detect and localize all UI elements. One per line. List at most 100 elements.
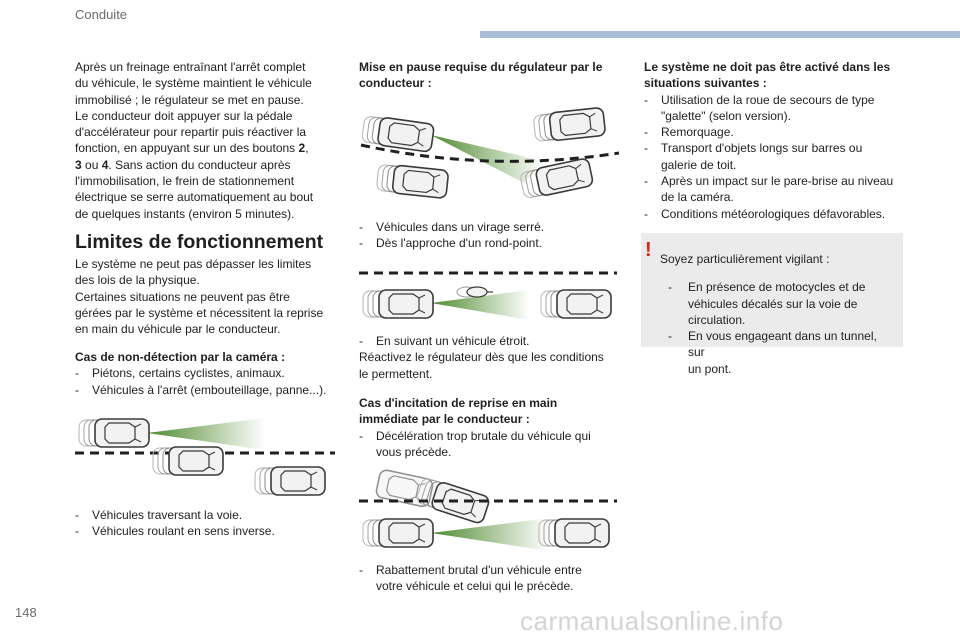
vehicle-ahead bbox=[538, 518, 610, 548]
takeover-section: Cas d'incitation de reprise en main immé… bbox=[359, 395, 621, 460]
vehicle-ahead bbox=[540, 289, 612, 319]
text-line: 3 ou 4. Sans action du conducteur après bbox=[75, 157, 345, 173]
text-line: immobilisé ; le régulateur se met en pau… bbox=[75, 92, 304, 107]
crossing-list: -Véhicules traversant la voie. -Véhicule… bbox=[75, 507, 345, 540]
list-item: -Conditions météorologiques défavorables… bbox=[644, 206, 906, 222]
section-header: Conduite bbox=[75, 7, 128, 22]
dash: - bbox=[644, 141, 648, 156]
list-item: -En suivant un véhicule étroit. bbox=[359, 333, 621, 349]
intro-paragraph: Après un freinage entraînant l'arrêt com… bbox=[75, 59, 345, 222]
list-item-text: Transport d'objets longs sur barres ou bbox=[661, 141, 863, 156]
subheading: immédiate par le conducteur : bbox=[359, 412, 530, 427]
list-item: -Véhicules dans un virage serré. bbox=[359, 219, 621, 235]
list-item-text: Rabattement brutal d'un véhicule entre bbox=[376, 563, 582, 577]
text-span: , bbox=[305, 141, 309, 156]
text-line: Après un freinage entraînant l'arrêt com… bbox=[75, 60, 306, 74]
text-line: électrique se serre automatiquement au b… bbox=[75, 190, 314, 205]
list-item: -Véhicules roulant en sens inverse. bbox=[75, 523, 345, 539]
subheading: conducteur : bbox=[359, 76, 432, 91]
list-item-text: Décélération trop brutale du véhicule qu… bbox=[376, 428, 591, 443]
dash: - bbox=[359, 563, 363, 577]
curve-lane-line bbox=[360, 143, 620, 163]
camera-beam bbox=[431, 135, 544, 183]
section-title: Limites de fonctionnement bbox=[75, 231, 324, 253]
list-item-text: En présence de motocycles et de bbox=[688, 280, 866, 295]
text-line: de quelques instants (environ 5 minutes)… bbox=[75, 206, 295, 221]
text-line: Le système ne peut pas dépasser les limi… bbox=[75, 257, 312, 271]
list-item-text: Véhicules traversant la voie. bbox=[92, 508, 243, 522]
list-item-text: Conditions météorologiques défavorables. bbox=[661, 206, 886, 221]
list-item-text: Utilisation de la roue de secours de typ… bbox=[661, 92, 875, 107]
list-item: -Décélération trop brutale du véhicule q… bbox=[359, 428, 621, 461]
own-vehicle bbox=[78, 418, 150, 448]
watermark: carmanualsonline.info bbox=[520, 606, 784, 636]
list-item-text: un pont. bbox=[688, 361, 732, 376]
header-accent-bar bbox=[480, 31, 960, 38]
text-line: Certaines situations ne peuvent pas être bbox=[75, 289, 290, 304]
subheading: Cas d'incitation de reprise en main bbox=[359, 396, 558, 410]
list-item-text: En vous engageant dans un tunnel, sur bbox=[688, 329, 877, 360]
text-line: le permettent. bbox=[359, 366, 433, 381]
not-activate-section: Le système ne doit pas être activé dans … bbox=[644, 59, 906, 222]
camera-beam bbox=[431, 518, 549, 551]
oncoming-vehicle bbox=[254, 466, 326, 496]
camera-beam bbox=[431, 290, 529, 320]
list-item-text: circulation. bbox=[688, 312, 746, 327]
motorcycle bbox=[456, 286, 493, 298]
pause-heading: Mise en pause requise du régulateur par … bbox=[359, 59, 621, 92]
button-ref: 3 bbox=[75, 157, 82, 172]
dash: - bbox=[644, 206, 648, 221]
list-item-text: véhicules décalés sur la voie de bbox=[688, 296, 858, 311]
list-item-text: Véhicules à l'arrêt (embouteillage, pann… bbox=[92, 382, 327, 397]
text-line: d'accélérateur pour repartir puis réacti… bbox=[75, 125, 307, 140]
cut-in-list: -Rabattement brutal d'un véhicule entre v… bbox=[359, 562, 621, 595]
text-span: . Sans action du conducteur après bbox=[108, 157, 291, 172]
own-vehicle bbox=[360, 115, 436, 154]
list-item-text: Véhicules roulant en sens inverse. bbox=[92, 524, 275, 539]
text-line: fonction, en appuyant sur un des boutons… bbox=[75, 140, 345, 156]
text-line: Le conducteur doit appuyer sur la pédale bbox=[75, 108, 293, 123]
list-item-text: galerie de toit. bbox=[661, 157, 737, 172]
vehicle-ahead bbox=[532, 106, 607, 143]
list-item: -Utilisation de la roue de secours de ty… bbox=[644, 92, 906, 125]
text-span: ou bbox=[85, 157, 99, 172]
tight-curve-figure bbox=[360, 106, 620, 200]
list-item: -Véhicules traversant la voie. bbox=[75, 507, 345, 523]
warning-intro: Soyez particulièrement vigilant : bbox=[660, 252, 830, 266]
list-item-text: votre véhicule et celui qui le précède. bbox=[376, 579, 574, 594]
dash: - bbox=[359, 428, 363, 443]
camera-list: Cas de non-détection par la caméra : -Pi… bbox=[75, 349, 345, 398]
vehicle bbox=[375, 163, 450, 200]
list-item-text: Remorquage. bbox=[661, 125, 734, 140]
text-line: des lois de la physique. bbox=[75, 273, 200, 288]
list-item: -Après un impact sur le pare-brise au ni… bbox=[644, 173, 906, 206]
text-line: du véhicule, le système maintient le véh… bbox=[75, 76, 312, 91]
text-span: fonction, en appuyant sur un des boutons bbox=[75, 141, 296, 156]
camera-beam bbox=[147, 418, 265, 450]
list-item-text: Piétons, certains cyclistes, animaux. bbox=[92, 366, 285, 381]
dash: - bbox=[75, 382, 79, 397]
warning-box: ! Soyez particulièrement vigilant : -En … bbox=[641, 233, 903, 376]
text-line: Réactivez le régulateur dès que les cond… bbox=[359, 350, 604, 365]
list-item: -Véhicules à l'arrêt (embouteillage, pan… bbox=[75, 382, 345, 398]
subheading: situations suivantes : bbox=[644, 76, 767, 91]
own-vehicle bbox=[362, 518, 434, 548]
limits-paragraph: Le système ne peut pas dépasser les limi… bbox=[75, 256, 345, 337]
dash: - bbox=[359, 236, 363, 251]
list-item-text: "galette" (selon version). bbox=[661, 108, 791, 123]
dash: - bbox=[644, 174, 648, 189]
narrow-vehicle-figure bbox=[359, 271, 617, 320]
dash: - bbox=[75, 366, 79, 381]
list-item-text: En suivant un véhicule étroit. bbox=[376, 334, 530, 348]
list-item-text: Dès l'approche d'un rond-point. bbox=[376, 236, 543, 251]
dash: - bbox=[668, 329, 672, 344]
dash: - bbox=[644, 125, 648, 140]
warning-text: Soyez particulièrement vigilant : -En pr… bbox=[660, 239, 896, 377]
dash: - bbox=[644, 92, 648, 107]
text-line: l'immobilisation, le frein de stationnem… bbox=[75, 174, 295, 189]
subheading: Mise en pause requise du régulateur par … bbox=[359, 60, 603, 74]
text-line: gérées par le système et nécessitent la … bbox=[75, 305, 324, 320]
